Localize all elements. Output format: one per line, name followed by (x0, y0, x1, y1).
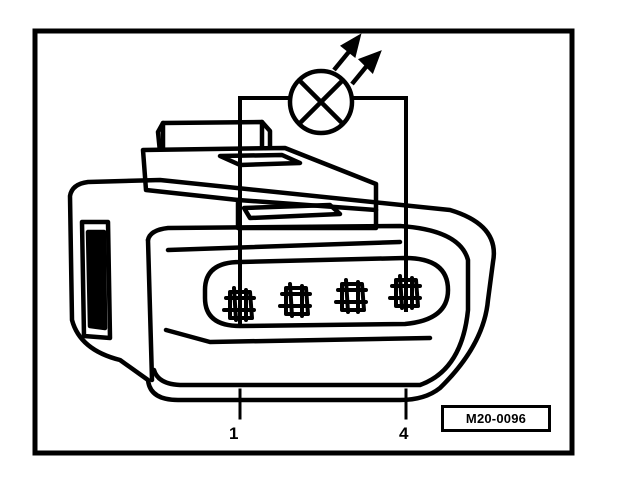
terminal-2 (278, 282, 312, 318)
figure-frame (32, 28, 575, 456)
figure-reference-box: M20-0096 (441, 405, 551, 432)
lead-pin-1 (238, 96, 292, 324)
test-lamp-icon (287, 68, 355, 136)
pin-1-label: 1 (229, 424, 239, 443)
test-lamp-wiring (238, 96, 408, 420)
connector-icon (67, 119, 497, 403)
lead-pin-4 (352, 96, 408, 312)
figure-reference: M20-0096 (465, 411, 527, 426)
pin-4-label: 4 (399, 424, 409, 443)
terminal-3 (334, 278, 368, 314)
light-arrows-icon (332, 33, 382, 86)
